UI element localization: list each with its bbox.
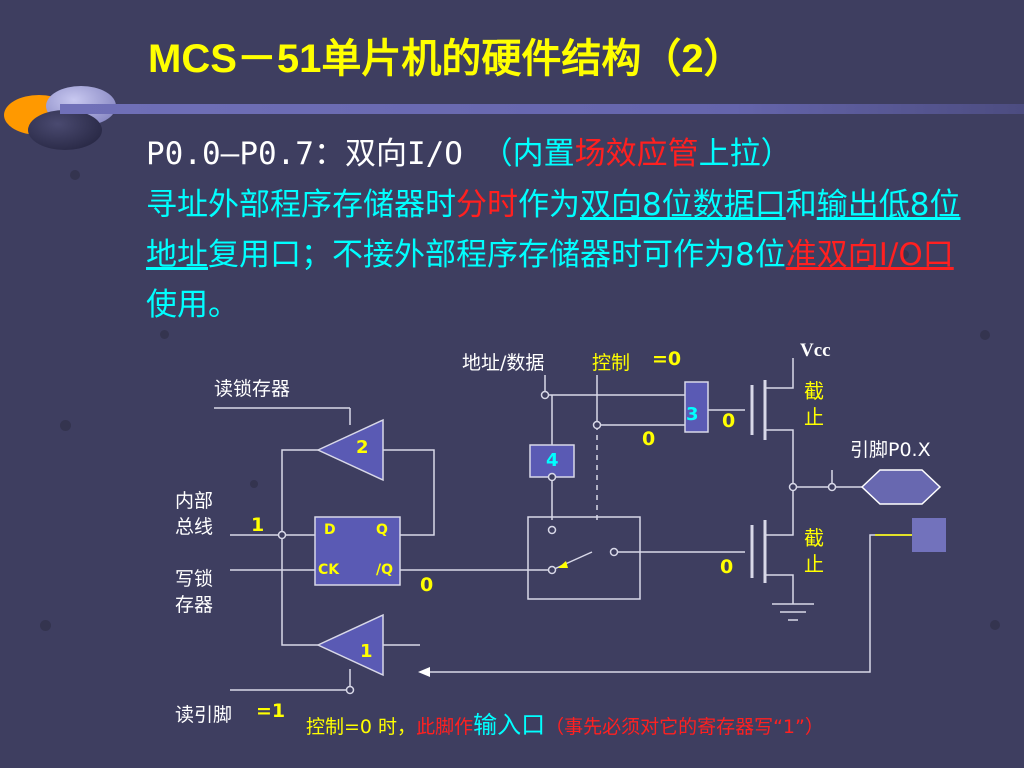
wire-bus-to-buffer1 [281, 535, 318, 646]
description-paragraph: 寻址外部程序存储器时分时作为双向8位数据口和输出低8位地址复用口；不接外部程序存… [146, 180, 976, 330]
para-seg: 作为 [518, 187, 580, 223]
pins-text: P0.0—P0.7：双向I/O [146, 136, 463, 172]
bg-dot [70, 170, 80, 180]
junction-dot [547, 525, 557, 535]
pullup-fet: 场效应管 [574, 136, 699, 172]
read-pin-buffer-1 [316, 613, 384, 677]
wire-bus-to-buffer2 [281, 449, 318, 535]
pullup-close: 上拉） [698, 136, 792, 172]
bg-dot [980, 330, 990, 340]
label-ff-ck: CK [318, 562, 340, 578]
label-gate3-out-value: 0 [722, 410, 736, 432]
bg-dot [900, 250, 909, 259]
label-upper-cutoff: 截 止 [804, 379, 824, 429]
pin-square [912, 518, 946, 552]
label-gate-3: 3 [686, 404, 699, 425]
footer-caption: 控制=0 时，此脚作输入口（事先必须对它的寄存器写“1”） [306, 705, 824, 740]
wire-node-to-lower-fet [765, 487, 794, 536]
bg-dot [60, 420, 71, 431]
para-seg: 寻址外部程序存储器时 [146, 187, 456, 223]
junction-dot [788, 482, 798, 492]
decor-dark-ellipse [28, 110, 102, 150]
junction-dot [547, 472, 557, 482]
label-bus-value: 1 [251, 514, 265, 536]
wire-pin-return [425, 534, 912, 673]
para-seg: 复用口；不接外部程序存储器时可作为8位 [208, 237, 786, 273]
label-ff-d: D [324, 522, 336, 538]
footer-control: 控制=0 时， [306, 716, 417, 738]
junction-dot [827, 482, 837, 492]
label-ff-qn: /Q [376, 562, 394, 578]
label-read-latch: 读锁存器 [214, 378, 291, 400]
bg-dot [40, 620, 51, 631]
label-gate3-in-value: 0 [642, 428, 656, 450]
footer-input-port: 输入口 [473, 711, 546, 739]
footer-this-pin: 此脚作 [416, 716, 474, 738]
ground-icon [772, 603, 814, 621]
label-buffer-1: 1 [360, 641, 373, 662]
wire-buffer2-feedback [383, 449, 435, 536]
bg-dot [160, 330, 169, 339]
junction-dot [547, 565, 557, 575]
mux-switch [551, 551, 593, 571]
switch-arrow-icon [558, 561, 568, 568]
para-seg-timeshare: 分时 [456, 187, 518, 223]
junction-dot [540, 390, 550, 400]
bg-dot [990, 620, 1000, 630]
label-pin-p0x: 引脚P0.X [850, 439, 931, 461]
junction-dot [277, 530, 287, 540]
label-lower-cutoff: 截 止 [804, 526, 824, 576]
pins-line: P0.0—P0.7：双向I/O （内置场效应管上拉） [146, 128, 792, 173]
slide-title: MCS－51单片机的硬件结构（2） [148, 37, 744, 81]
para-seg: 使用。 [146, 287, 239, 323]
junction-dot [609, 547, 619, 557]
para-seg-quasi-io: 准双向I/O口 [785, 237, 954, 273]
junction-dot [592, 420, 602, 430]
label-write-latch: 写锁 存器 [175, 568, 214, 616]
footer-note: （事先必须对它的寄存器写“1”） [545, 716, 824, 738]
read-latch-buffer-2 [316, 418, 384, 482]
d-flip-flop [314, 516, 401, 586]
para-seg-data-port: 双向8位数据口 [580, 187, 786, 223]
title-rule [60, 104, 1024, 114]
label-ff-q: Q [376, 522, 388, 538]
gate-3 [684, 381, 709, 433]
label-control: 控制 [592, 352, 631, 374]
arrow-left-icon [418, 667, 430, 677]
label-lower-fet-value: 0 [720, 556, 734, 578]
label-control-value: =0 [652, 348, 682, 370]
label-internal-bus: 内部 总线 [175, 490, 214, 538]
wire-upper-fet-drain [765, 429, 794, 487]
label-vcc: Vcc [800, 340, 831, 361]
wire-fet-to-vcc [765, 358, 794, 389]
label-gate-4: 4 [546, 450, 559, 471]
bg-dot [250, 480, 258, 488]
label-read-pin-value: =1 [256, 700, 286, 722]
label-buffer-2: 2 [356, 437, 369, 458]
pin-p0x [860, 469, 942, 505]
pullup-open: （内置 [462, 136, 575, 172]
label-address-data: 地址/数据 [462, 352, 545, 374]
wire-lower-fet-to-gnd [765, 574, 794, 604]
junction-dot [345, 685, 355, 695]
wire-address-data [544, 375, 685, 396]
label-qn-value: 0 [420, 574, 434, 596]
mux-box [527, 516, 641, 600]
para-seg: 和 [785, 187, 817, 223]
para-seg-address-low: 输出低8位地址 [146, 187, 961, 273]
label-read-pin: 读引脚 [175, 704, 233, 726]
